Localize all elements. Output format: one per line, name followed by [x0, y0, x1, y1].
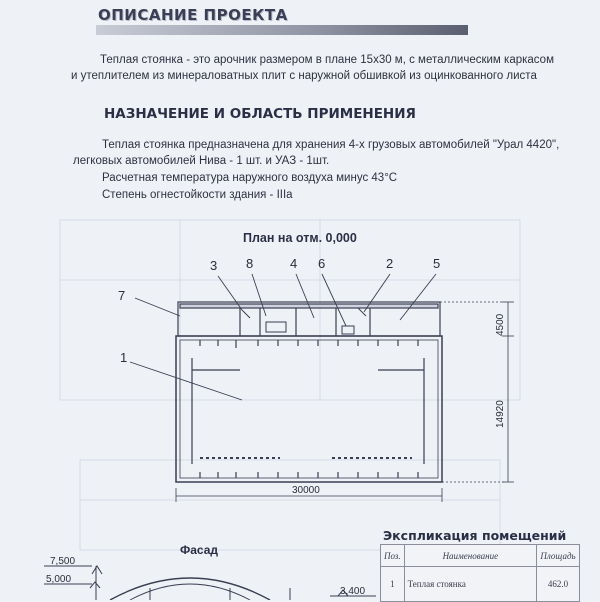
floor-plan: 7 3 8 4 6 2 5 1 30000 14920 4500 — [118, 256, 514, 502]
plan-label-5: 5 — [433, 256, 440, 271]
header-name: Наименование — [403, 544, 538, 567]
purpose-line-4: Степень огнестойкости здания - IIIа — [102, 189, 293, 201]
row-name: Теплая стоянка — [403, 566, 538, 602]
table-row: 1 Теплая стоянка 462.0 — [380, 566, 580, 602]
facade-title: Фасад — [180, 543, 219, 557]
page-title: ОПИСАНИЕ ПРОЕКТА — [98, 6, 288, 24]
plan-dim-width: 30000 — [292, 485, 320, 496]
row-num: 1 — [380, 566, 405, 602]
plan-title: План на отм. 0,000 — [243, 231, 357, 245]
plan-label-6: 6 — [318, 256, 325, 271]
header-num: Поз. — [380, 544, 405, 567]
purpose-heading: НАЗНАЧЕНИЕ И ОБЛАСТЬ ПРИМЕНЕНИЯ — [104, 106, 416, 122]
facade-elev-mid: 5,000 — [46, 574, 71, 585]
purpose-line-1: Теплая стоянка предназначена для хранени… — [102, 139, 560, 151]
plan-dim-depth: 14920 — [495, 400, 506, 428]
table-header-row: Поз. Наименование Площадь — [380, 544, 580, 567]
facade-drawing: 7,500 5,000 3,400 — [44, 556, 376, 600]
purpose-line-3: Расчетная температура наружного воздуха … — [102, 172, 398, 184]
plan-dim-annex: 4500 — [495, 313, 506, 336]
explication-title: Экспликация помещений — [383, 528, 567, 543]
plan-label-3: 3 — [210, 258, 217, 273]
background-drawing — [59, 219, 521, 551]
plan-label-8: 8 — [246, 256, 253, 271]
plan-label-7: 7 — [118, 288, 125, 303]
row-area: 462.0 — [536, 566, 580, 602]
section-header: ОПИСАНИЕ ПРОЕКТА — [96, 6, 468, 35]
plan-label-2: 2 — [386, 256, 393, 271]
facade-elev-top: 7,500 — [50, 556, 75, 567]
header-bar — [96, 25, 468, 35]
purpose-line-2: легковых автомобилей Нива - 1 шт. и УАЗ … — [73, 155, 330, 167]
description-line-2: и утеплителем из минераловатных плит с н… — [71, 70, 537, 82]
plan-label-1: 1 — [120, 350, 127, 365]
description-line-1: Теплая стоянка - это арочник размером в … — [100, 54, 554, 66]
main-hall-outline — [175, 335, 443, 483]
header-area: Площадь — [536, 544, 580, 567]
explication-table: Поз. Наименование Площадь 1 Теплая стоян… — [380, 544, 580, 602]
facade-elev-side: 3,400 — [340, 586, 365, 597]
plan-label-4: 4 — [290, 256, 297, 271]
